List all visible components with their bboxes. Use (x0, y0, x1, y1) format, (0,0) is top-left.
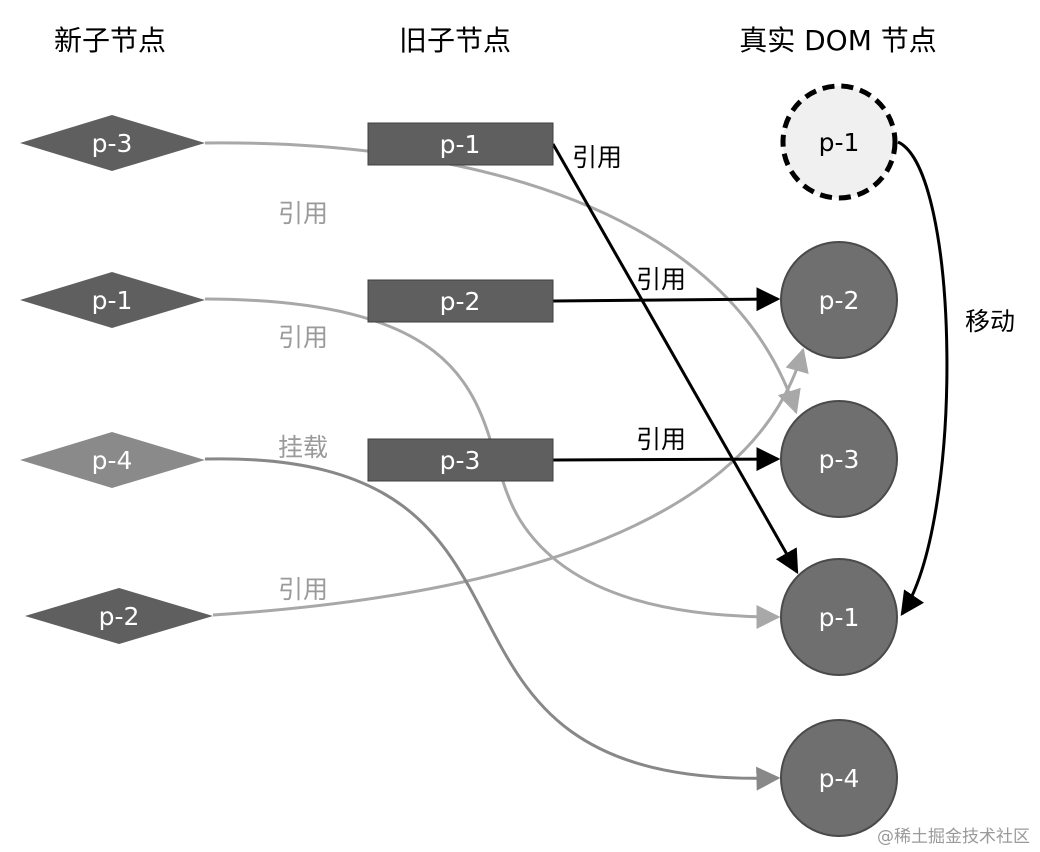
header-old-children: 旧子节点 (399, 24, 511, 57)
label-old-p1-ref: 引用 (572, 143, 622, 172)
dom-node-label: p-2 (819, 286, 860, 315)
header-new-children: 新子节点 (54, 24, 166, 57)
old-node-p3: p-3 (367, 438, 554, 482)
old-node-p2: p-2 (367, 279, 554, 323)
dom-node-p2: p-2 (780, 241, 898, 359)
label-new-p2-ref: 引用 (278, 575, 328, 604)
new-node-label: p-2 (99, 602, 140, 631)
edge-new-p4-mount (204, 457, 781, 791)
edge-new-p1-to-dom-p1 (204, 297, 781, 629)
watermark: @稀土掘金技术社区 (877, 827, 1030, 847)
dom-node-label: p-1 (819, 603, 860, 632)
new-node-p2: p-2 (25, 588, 213, 644)
new-node-p4: p-4 (20, 432, 205, 488)
label-move: 移动 (965, 307, 1015, 336)
new-node-label: p-1 (92, 286, 133, 315)
old-node-label: p-3 (440, 446, 481, 475)
new-node-label: p-4 (92, 446, 133, 475)
dom-node-label: p-4 (819, 764, 860, 793)
new-node-label: p-3 (92, 129, 133, 158)
label-old-p2-ref: 引用 (636, 265, 686, 294)
old-node-label: p-1 (440, 130, 481, 159)
new-node-p3: p-3 (20, 115, 205, 171)
label-new-p3-ref: 引用 (278, 199, 328, 228)
dom-node-p3: p-3 (780, 400, 898, 518)
header-real-dom: 真实 DOM 节点 (739, 24, 937, 57)
dom-node-p4: p-4 (780, 719, 898, 837)
edge-old-p2-to-dom-p2 (552, 287, 781, 312)
new-node-p1: p-1 (20, 272, 205, 328)
dom-node-p1: p-1 (780, 558, 898, 676)
dom-node-label: p-1 (819, 128, 860, 157)
old-node-p1: p-1 (367, 122, 554, 166)
edge-old-p3-to-dom-p3 (552, 447, 781, 472)
label-new-p1-ref: 引用 (278, 323, 328, 352)
dom-node-p1-old: p-1 (780, 83, 898, 201)
edge-move-p1 (897, 140, 949, 616)
edge-old-p1-to-dom-p1 (551, 143, 799, 575)
edge-new-p2-to-dom-p2 (212, 347, 809, 617)
old-node-label: p-2 (440, 287, 481, 316)
dom-node-label: p-3 (819, 445, 860, 474)
label-new-p4-mount: 挂载 (278, 433, 328, 462)
label-old-p3-ref: 引用 (636, 425, 686, 454)
edge-new-p3-to-dom-p3 (204, 141, 801, 415)
